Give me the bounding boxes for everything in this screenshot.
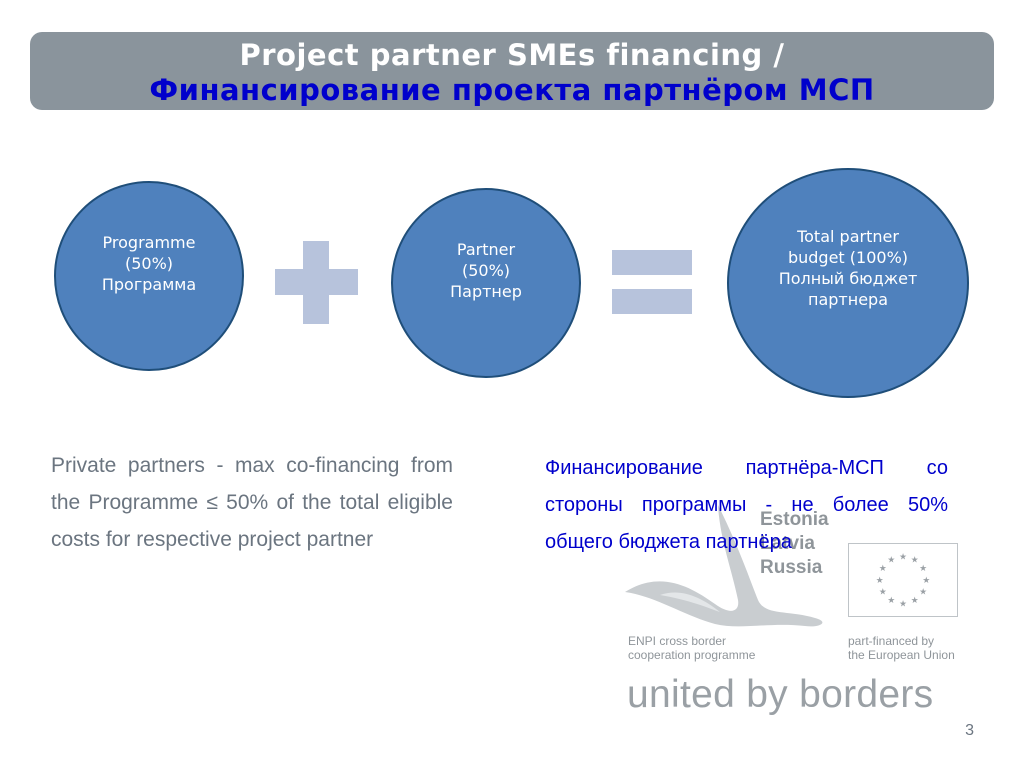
russian-description: Финансирование партнёра-МСП со стороны п… bbox=[545, 457, 948, 553]
eu-star-icon: ★ bbox=[887, 596, 895, 606]
title-bar: Project partner SMEs financing / Финанси… bbox=[30, 32, 994, 110]
eu-star-icon: ★ bbox=[899, 553, 907, 563]
logo-countries: Estonia Latvia Russia bbox=[760, 508, 840, 580]
country-russia: Russia bbox=[760, 557, 823, 578]
enpi-caption-line: ENPI cross border bbox=[628, 634, 727, 648]
circle-label: Total partner bbox=[797, 227, 899, 246]
enpi-bird-logo-icon bbox=[625, 505, 823, 627]
page-number: 3 bbox=[965, 722, 974, 739]
title-english: Project partner SMEs financing / bbox=[239, 38, 785, 72]
eu-star-icon: ★ bbox=[876, 576, 884, 586]
country-latvia: Latvia bbox=[760, 533, 815, 554]
circle-label: Партнер bbox=[450, 281, 522, 301]
eu-star-icon: ★ bbox=[879, 564, 887, 574]
title-russian: Финансирование проекта партнёром МСП bbox=[149, 73, 875, 107]
equals-top-bar bbox=[612, 250, 692, 275]
eu-star-icon: ★ bbox=[911, 596, 919, 606]
circle-label: (50%) bbox=[461, 260, 511, 280]
total-budget-circle: Total partner budget (100%) Полный бюдже… bbox=[727, 168, 969, 398]
eu-star-icon: ★ bbox=[911, 556, 919, 566]
eu-star-icon: ★ bbox=[922, 576, 930, 586]
country-estonia: Estonia bbox=[760, 509, 829, 530]
circle-label: (50%) bbox=[124, 253, 174, 273]
circle-label: Partner bbox=[456, 239, 516, 259]
slogan: united by borders bbox=[627, 673, 934, 716]
english-description: Private partners - max co-financing from… bbox=[51, 454, 453, 551]
eu-star-icon: ★ bbox=[879, 588, 887, 598]
partner-circle: Partner (50%) Партнер bbox=[391, 188, 581, 378]
eu-star-icon: ★ bbox=[919, 588, 927, 598]
eu-caption-line: part-financed by bbox=[848, 634, 935, 648]
eu-flag-icon: ★★★★★★★★★★★★ bbox=[848, 543, 958, 617]
eu-caption: part-financed by the European Union bbox=[848, 634, 998, 662]
circle-label: budget (100%) bbox=[787, 248, 909, 267]
eu-star-icon: ★ bbox=[899, 599, 907, 609]
enpi-caption: ENPI cross border cooperation programme bbox=[628, 634, 808, 662]
eu-star-icon: ★ bbox=[919, 564, 927, 574]
programme-circle: Programme (50%) Программа bbox=[54, 181, 244, 371]
circle-label: Programme bbox=[102, 232, 196, 252]
eu-star-icon: ★ bbox=[887, 556, 895, 566]
plus-horizontal-bar bbox=[275, 269, 358, 295]
circle-label: Программа bbox=[101, 274, 197, 294]
equals-bottom-bar bbox=[612, 289, 692, 314]
circle-label: партнера bbox=[807, 290, 888, 309]
eu-caption-line: the European Union bbox=[848, 648, 955, 662]
circle-label: Полный бюджет bbox=[778, 269, 918, 288]
enpi-caption-line: cooperation programme bbox=[628, 648, 756, 662]
